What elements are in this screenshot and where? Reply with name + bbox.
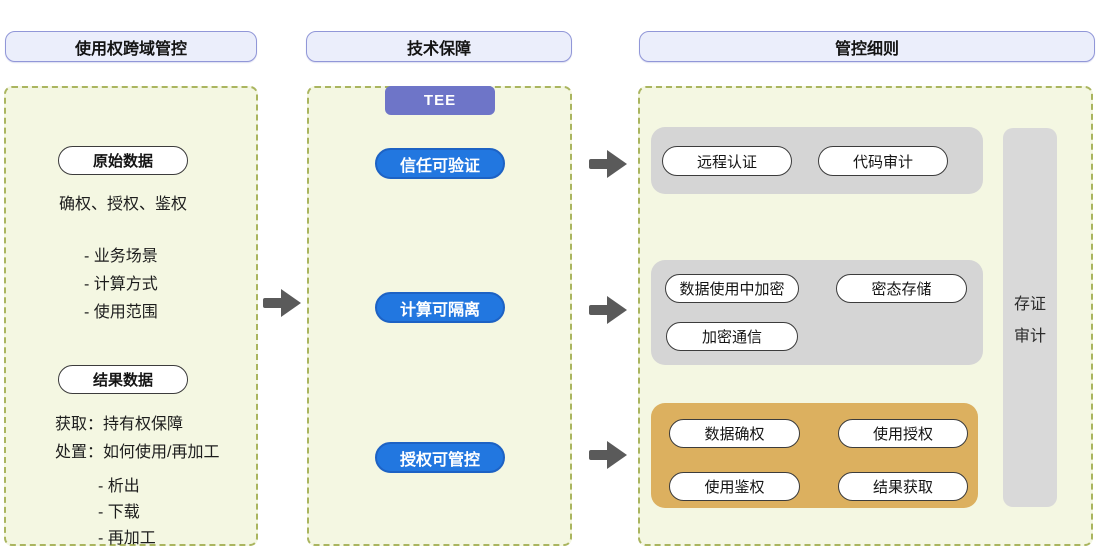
raw-data-node: 原始数据 [58,146,188,175]
list-item: - 业务场景 [84,248,158,265]
box-usage-authorization: 使用授权 [838,419,968,448]
list-item: - 再加工 [98,530,156,547]
arrow-head [281,289,301,317]
header-usage-control: 使用权跨域管控 [5,31,257,62]
result-line-acquire: 获取：持有权保障 [55,416,184,433]
node-trust-verifiable: 信任可验证 [375,148,505,179]
audit-bar-line: 审计 [1013,327,1046,345]
box-encrypted-storage: 密态存储 [836,274,967,303]
arrow-right-icon [589,296,627,324]
raw-data-desc: 确权、授权、鉴权 [58,196,187,213]
box-usage-authentication: 使用鉴权 [669,472,800,501]
tee-badge: TEE [385,86,495,115]
arrow-right-icon [589,150,627,178]
arrow-head [607,150,627,178]
node-auth-control: 授权可管控 [375,442,505,473]
box-data-confirmation: 数据确权 [669,419,800,448]
arrow-shaft [263,298,283,308]
arrow-head [607,296,627,324]
arrow-right-icon [589,441,627,469]
result-items: - 析出 - 下载 - 再加工 [98,474,156,552]
list-item: - 析出 [98,478,140,495]
raw-data-items: - 业务场景 - 计算方式 - 使用范围 [84,243,158,327]
box-remote-attestation: 远程认证 [662,146,792,176]
box-result-acquisition: 结果获取 [838,472,968,501]
arrow-shaft [589,450,609,460]
result-line-dispose: 处置：如何使用/再加工 [55,444,220,461]
result-data-node: 结果数据 [58,365,188,394]
list-item: - 下载 [98,504,140,521]
arrow-right-icon [263,289,301,317]
audit-bar-line: 存证 [1013,295,1046,313]
arrow-shaft [589,159,609,169]
list-item: - 使用范围 [84,304,158,321]
arrow-head [607,441,627,469]
box-data-in-use-encryption: 数据使用中加密 [665,274,799,303]
header-tech-guarantee: 技术保障 [306,31,572,62]
node-compute-isolation: 计算可隔离 [375,292,505,323]
header-control-details: 管控细则 [639,31,1095,62]
box-code-audit: 代码审计 [818,146,948,176]
box-encrypted-communication: 加密通信 [666,322,798,351]
arrow-shaft [589,305,609,315]
list-item: - 计算方式 [84,276,158,293]
audit-bar: 存证 审计 [1003,128,1057,507]
